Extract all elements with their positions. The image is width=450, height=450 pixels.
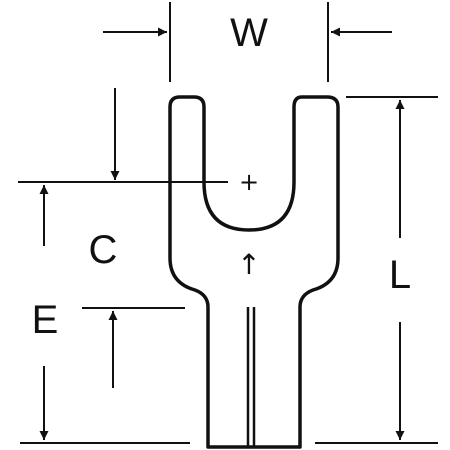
spade-terminal-outline [168,95,340,449]
dimension-label-l: L [389,253,411,297]
hole-center-mark: + [239,168,259,196]
dimension-label-c: C [89,228,118,272]
dimension-label-w: W [230,11,268,55]
dimension-label-e: E [32,298,59,342]
direction-arrow-icon: ↑ [237,248,260,281]
